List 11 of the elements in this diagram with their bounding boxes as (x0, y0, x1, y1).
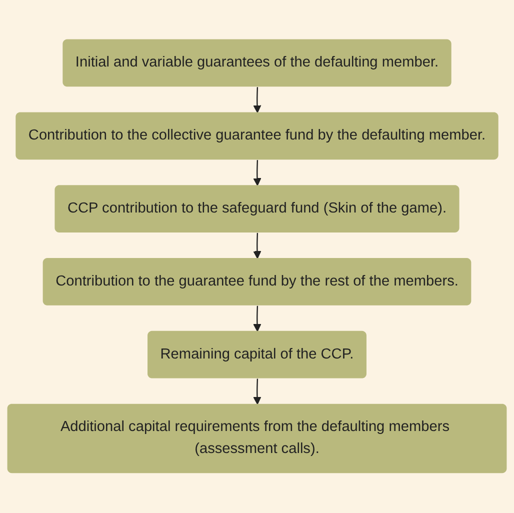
arrow (253, 87, 262, 114)
arrow (253, 233, 262, 260)
node-box: Additional capital requirements from the defaulting members (assessment calls). (7, 404, 507, 474)
node-box: Remaining capital of the CCP. (148, 331, 366, 379)
arrow (253, 160, 262, 186)
node-box: Initial and variable guarantees of the defaulting member. (62, 40, 452, 87)
node-box: Contribution to the guarantee fund by the rest of the members. (42, 258, 472, 306)
arrow (253, 379, 262, 405)
node-box: Contribution to the collective guarantee fund by the defaulting member. (16, 112, 498, 160)
arrow (253, 306, 262, 332)
node-box: CCP contribution to the safeguard fund (Skin of the game). (54, 185, 460, 233)
